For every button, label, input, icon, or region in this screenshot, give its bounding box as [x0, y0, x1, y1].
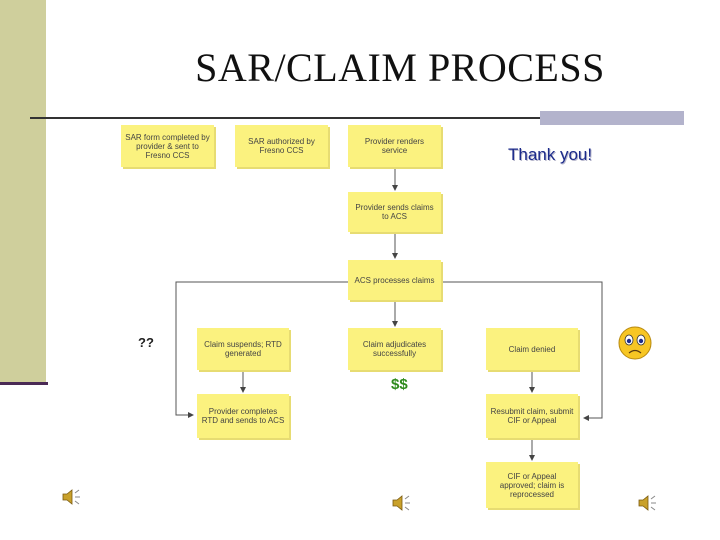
speaker-icon[interactable]	[60, 486, 82, 508]
box-provider-renders: Provider renders service	[348, 125, 441, 167]
box-claim-denied: Claim denied	[486, 328, 578, 370]
speaker-icon[interactable]	[390, 492, 412, 514]
box-acs-processes: ACS processes claims	[348, 260, 441, 300]
box-provider-completes: Provider completes RTD and sends to ACS	[197, 394, 289, 438]
money-label: $$	[391, 376, 408, 393]
box-sar-authorized: SAR authorized by Fresno CCS	[235, 125, 328, 167]
page-title: SAR/CLAIM PROCESS	[195, 45, 605, 90]
sad-face-icon	[618, 326, 652, 360]
arrow-acs-to-completes	[175, 281, 348, 418]
sidebar-decoration	[0, 0, 46, 383]
box-provider-sends: Provider sends claims to ACS	[348, 192, 441, 232]
box-cif-approved: CIF or Appeal approved; claim is reproce…	[486, 462, 578, 508]
title-rule-accent	[540, 111, 684, 125]
box-resubmit: Resubmit claim, submit CIF or Appeal	[486, 394, 578, 438]
sidebar-accent-line	[0, 382, 48, 385]
arrow-loop-to-resubmit	[443, 281, 603, 421]
speaker-icon[interactable]	[636, 492, 658, 514]
thanks-text: Thank you!	[508, 145, 593, 164]
box-sar-form: SAR form completed by provider & sent to…	[121, 125, 214, 167]
title-rule	[30, 117, 684, 119]
box-claim-adjudicates: Claim adjudicates successfully	[348, 328, 441, 370]
box-claim-suspends: Claim suspends; RTD generated	[197, 328, 289, 370]
unknown-label: ??	[138, 335, 154, 350]
